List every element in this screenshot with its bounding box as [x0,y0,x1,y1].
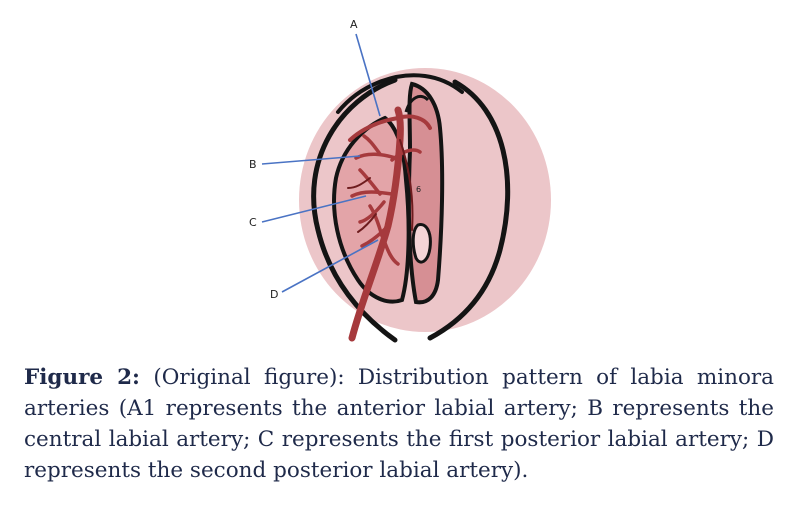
artery-tree [347,106,432,342]
label-a: A [350,18,358,31]
top-arch-outline [336,73,464,114]
second-posterior-labial-artery [360,204,400,266]
vestibule-opening [411,222,432,264]
pointer-line-c [261,195,367,223]
main-artery-trunk [348,106,404,342]
figure-caption-label: Figure 2: [24,365,140,390]
label-inner: 6 [416,185,421,194]
label-c: C [249,216,257,229]
outer-labium-right-outline [427,79,511,341]
figure-caption-text: (Original figure): Distribution pattern … [24,365,774,483]
pointer-lines [261,33,381,293]
labia-minora-artery-diagram: A B C D 6 [249,18,551,343]
pointer-line-a [355,33,381,117]
first-posterior-labial-artery [350,168,394,224]
anterior-labial-artery [348,114,432,142]
figure-caption: Figure 2: (Original figure): Distributio… [24,362,774,486]
pointer-line-d [281,239,379,293]
label-b: B [249,158,257,171]
clitoral-hood-outline [404,95,430,113]
pointer-line-b [261,155,361,165]
artery-branch-detail [347,139,414,233]
label-d: D [270,288,278,301]
